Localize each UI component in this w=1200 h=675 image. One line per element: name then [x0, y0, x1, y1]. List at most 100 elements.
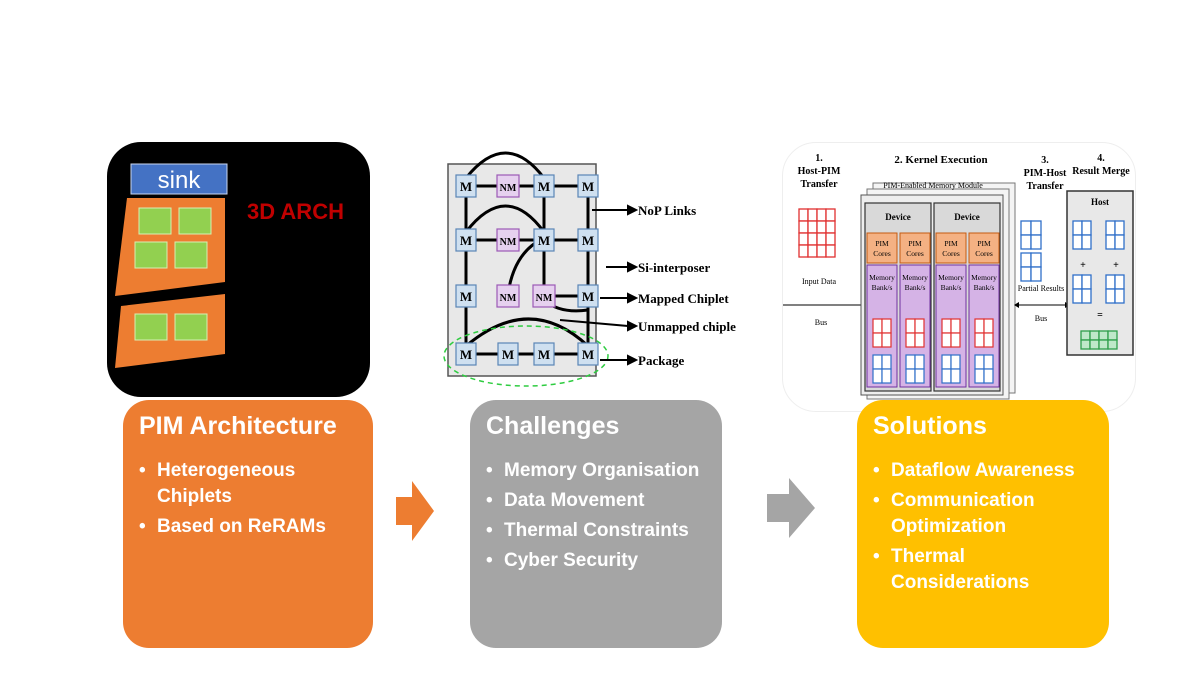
- arrow-right-icon: [396, 481, 434, 541]
- grid-cell: [950, 332, 961, 348]
- grid-cell: [1072, 288, 1083, 304]
- node-label: M: [582, 289, 594, 304]
- panel-title-pim-architecture: PIM Architecture: [139, 412, 337, 440]
- grid-cell: [807, 232, 818, 246]
- node-m: [455, 284, 477, 308]
- grid-cell: [974, 318, 985, 334]
- pim-cores-label: Cores: [906, 249, 924, 258]
- list-item: •Communication Optimization: [873, 490, 1035, 537]
- grid-cell: [974, 368, 985, 384]
- node-m: [455, 342, 477, 366]
- node-label: M: [582, 347, 594, 362]
- grid-cell: [1072, 220, 1083, 236]
- grid-cell: [825, 220, 836, 234]
- grid-cell: [905, 354, 916, 370]
- step1-line1: Host-PIM: [798, 166, 841, 177]
- grid-cell: [825, 244, 836, 258]
- grid-cell: [825, 232, 836, 246]
- node-label: M: [582, 179, 594, 194]
- grid-cell: [1020, 220, 1032, 236]
- package-outline: [443, 325, 609, 387]
- grid-cell: [798, 232, 809, 246]
- challenges-list: •Memory Organisation •Data Movement •The…: [486, 458, 712, 578]
- step1-number: 1.: [815, 153, 823, 164]
- device-label: Device: [885, 212, 910, 222]
- pim-cores-label: Cores: [975, 249, 993, 258]
- grid-cell: [1080, 339, 1091, 350]
- memory-bank-label: Bank/s: [905, 283, 926, 292]
- grid-cell: [950, 318, 961, 334]
- grid-cell: [1020, 234, 1032, 250]
- grid-cell: [974, 332, 985, 348]
- grid-cell: [1105, 234, 1116, 250]
- grid-cell: [941, 368, 952, 384]
- grid-cell: [1105, 220, 1116, 236]
- chiplet-cell: [134, 313, 168, 341]
- host-label: Host: [1091, 197, 1109, 207]
- node-m: [497, 342, 519, 366]
- plus-left: +: [1080, 260, 1086, 271]
- grid-cell: [1081, 234, 1092, 250]
- node-label: M: [538, 347, 550, 362]
- grid-cell: [807, 244, 818, 258]
- arch-label: 3D ARCH: [247, 199, 344, 224]
- pim-cores-box: [899, 232, 931, 264]
- grid-cell: [1089, 339, 1100, 350]
- grid-cell: [914, 332, 925, 348]
- grid-cell: [1105, 288, 1116, 304]
- sink-bar: [130, 163, 228, 195]
- partial-results-grid: [1020, 220, 1042, 282]
- grid-cell: [905, 318, 916, 334]
- grid-cell: [1080, 330, 1091, 341]
- pim-cores-box: [935, 232, 967, 264]
- chiplet-cell: [134, 241, 168, 269]
- grid-cell: [950, 368, 961, 384]
- panel-challenges: Challenges •Memory Organisation •Data Mo…: [470, 400, 722, 648]
- step4-number: 4.: [1097, 153, 1105, 164]
- grid-cell: [807, 220, 818, 234]
- grid-cell: [914, 354, 925, 370]
- panel-pim-architecture: PIM Architecture •Heterogeneous Chiplets…: [123, 400, 373, 648]
- chiplet-cell: [138, 207, 172, 235]
- list-item: •Thermal Considerations: [873, 546, 1030, 593]
- grid-cell: [1030, 266, 1042, 282]
- memory-bank-label: Bank/s: [872, 283, 893, 292]
- node-m: [533, 342, 555, 366]
- node-m: [533, 228, 555, 252]
- memory-bank-label: Memory: [938, 273, 964, 282]
- grid-cell: [950, 354, 961, 370]
- grid-cell: [816, 208, 827, 222]
- pim-cores-label: PIM: [977, 239, 991, 248]
- panel-solutions: Solutions •Dataflow Awareness •Communica…: [857, 400, 1109, 648]
- grid-cell: [872, 332, 883, 348]
- pim-workflow-image: 1. Host-PIM Transfer 2. Kernel Execution…: [782, 142, 1136, 412]
- node-label: M: [538, 179, 550, 194]
- grid-cell: [1020, 252, 1032, 268]
- grid-cell: [881, 318, 892, 334]
- arch-image: sink 3D ARCH: [107, 142, 370, 397]
- arch-illustration: sink 3D ARCH: [115, 163, 344, 368]
- grid-cell: [1107, 330, 1118, 341]
- grid-cell: [1114, 220, 1125, 236]
- grid-cell: [881, 368, 892, 384]
- plus-right: +: [1113, 260, 1119, 271]
- grid-cell: [1030, 234, 1042, 250]
- grid-cell: [974, 354, 985, 370]
- node-m: [533, 174, 555, 198]
- chiplet-cell: [174, 313, 208, 341]
- pim-cores-box: [968, 232, 1000, 264]
- pim-cores-label: PIM: [944, 239, 958, 248]
- memory-bank-label: Bank/s: [941, 283, 962, 292]
- bus-label-left: Bus: [815, 318, 827, 327]
- grid-cell: [905, 368, 916, 384]
- devices: DevicePIMCoresMemoryBank/sPIMCoresMemory…: [864, 202, 1001, 392]
- pim-cores-label: PIM: [908, 239, 922, 248]
- memory-bank-label: Memory: [971, 273, 997, 282]
- step3-line1: PIM-Host: [1024, 168, 1067, 179]
- grid-cell: [798, 220, 809, 234]
- grid-cell: [941, 332, 952, 348]
- grid-cell: [1114, 274, 1125, 290]
- grid-cell: [941, 354, 952, 370]
